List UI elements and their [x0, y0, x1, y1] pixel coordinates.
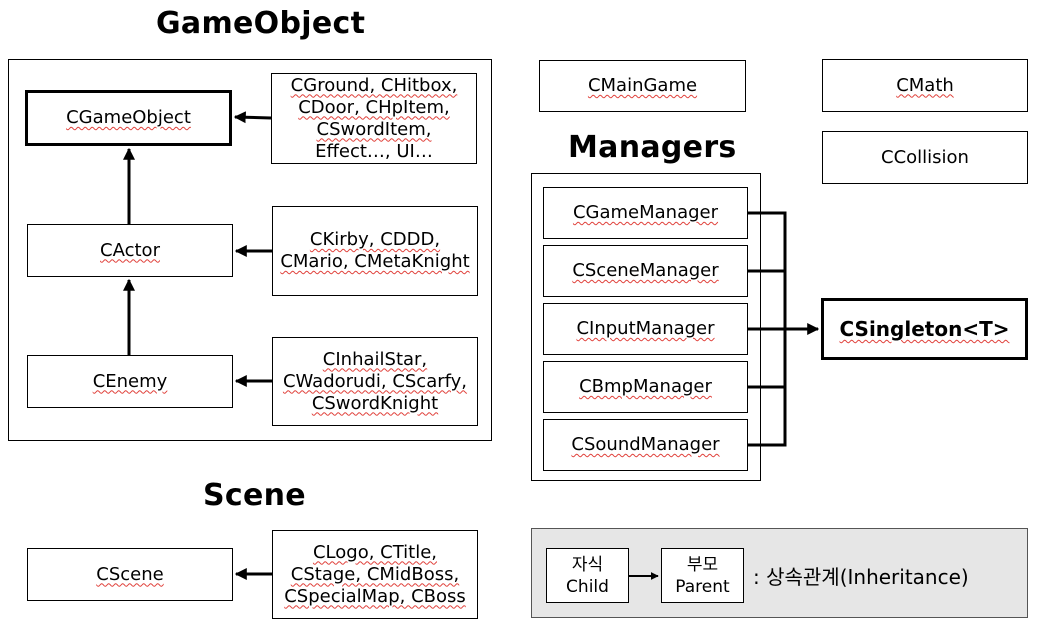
- cmaingame-label: CMainGame: [587, 75, 698, 96]
- cinputmanager-class-box[interactable]: CInputManager: [543, 303, 748, 355]
- legend-parent-kr: 부모: [686, 554, 719, 575]
- cenemy-children-box[interactable]: CInhailStar, CWadorudi, CScarfy, CSwordK…: [272, 337, 478, 426]
- cscene-children-list: CLogo, CTitle, CStage, CMidBoss, CSpecia…: [284, 542, 466, 608]
- gameobject-group-frame: [8, 59, 492, 441]
- ccollision-class-box[interactable]: CCollision: [822, 131, 1028, 184]
- child-line: CSpecialMap, CBoss: [284, 585, 466, 607]
- child-line: Effect…, UI…: [315, 140, 433, 162]
- cbmpmanager-label: CBmpManager: [579, 376, 712, 397]
- child-line: CSwordKnight: [311, 392, 439, 414]
- child-line: CDoor, CHpItem,: [298, 96, 450, 118]
- cbmpmanager-class-box[interactable]: CBmpManager: [543, 361, 748, 413]
- legend-parent-en: Parent: [675, 576, 730, 597]
- gameobject-section-title: GameObject: [156, 6, 366, 41]
- csoundmanager-class-box[interactable]: CSoundManager: [543, 419, 748, 471]
- child-line: CWadorudi, CScarfy,: [282, 370, 468, 392]
- arrow-cgameobject-children: [233, 111, 272, 124]
- cgamemanager-label: CGameManager: [572, 202, 719, 223]
- child-line: CInhailStar,: [322, 348, 428, 370]
- legend-child-box: 자식 Child: [546, 548, 629, 603]
- cscene-class-box[interactable]: CScene: [27, 548, 233, 601]
- csingleton-label: CSingleton<T>: [839, 317, 1010, 341]
- legend-child-en: Child: [566, 576, 609, 597]
- legend-description: : 상속관계(Inheritance): [753, 565, 969, 589]
- cinputmanager-label: CInputManager: [576, 318, 715, 339]
- cactor-class-box[interactable]: CActor: [27, 224, 233, 277]
- cgamemanager-class-box[interactable]: CGameManager: [543, 187, 748, 239]
- cmath-label: CMath: [896, 74, 954, 96]
- child-line: CLogo, CTitle,: [312, 541, 438, 563]
- cenemy-class-box[interactable]: CEnemy: [27, 355, 233, 408]
- cactor-children-list: CKirby, CDDD, CMario, CMetaKnight: [280, 229, 469, 273]
- cgameobject-children-list: CGround, CHitbox, CDoor, CHpItem, CSword…: [291, 75, 458, 163]
- cenemy-label: CEnemy: [92, 370, 168, 392]
- ccollision-label: CCollision: [881, 146, 969, 168]
- legend-child-kr: 자식: [571, 554, 604, 575]
- csingleton-class-box[interactable]: CSingleton<T>: [821, 298, 1028, 360]
- csoundmanager-label: CSoundManager: [571, 434, 720, 455]
- child-line: CKirby, CDDD,: [309, 229, 441, 250]
- legend-parent-box: 부모 Parent: [661, 548, 744, 603]
- child-line: CSwordItem,: [316, 118, 432, 140]
- cactor-label: CActor: [100, 239, 160, 261]
- child-line: CGround, CHitbox,: [290, 74, 458, 96]
- cmaingame-class-box[interactable]: CMainGame: [539, 60, 746, 112]
- cactor-children-box[interactable]: CKirby, CDDD, CMario, CMetaKnight: [272, 206, 478, 296]
- cenemy-children-list: CInhailStar, CWadorudi, CScarfy, CSwordK…: [283, 349, 467, 415]
- child-line: CStage, CMidBoss,: [290, 563, 460, 585]
- cgameobject-children-box[interactable]: CGround, CHitbox, CDoor, CHpItem, CSword…: [271, 73, 477, 164]
- cscenemanager-label: CSceneManager: [572, 260, 719, 281]
- child-line: CMario, CMetaKnight: [280, 251, 470, 272]
- cscene-children-box[interactable]: CLogo, CTitle, CStage, CMidBoss, CSpecia…: [272, 530, 478, 619]
- managers-group-frame: [531, 173, 761, 481]
- managers-section-title: Managers: [568, 130, 737, 165]
- cscenemanager-class-box[interactable]: CSceneManager: [543, 245, 748, 297]
- cgameobject-class-box[interactable]: CGameObject: [25, 90, 232, 146]
- scene-section-title: Scene: [203, 478, 306, 513]
- cscene-label: CScene: [96, 563, 164, 585]
- cmath-class-box[interactable]: CMath: [822, 59, 1028, 112]
- cgameobject-label: CGameObject: [66, 107, 191, 128]
